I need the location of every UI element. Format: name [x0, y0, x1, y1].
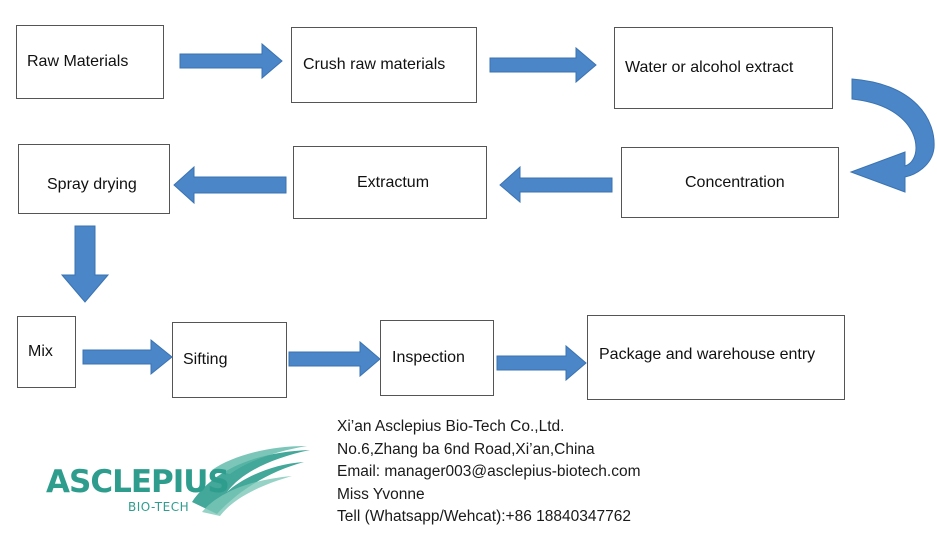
contact-person: Miss Yvonne [337, 485, 425, 503]
step-crush: Crush raw materials [291, 27, 477, 103]
step-label: Package and warehouse entry [599, 346, 816, 363]
swoosh-logo-icon [192, 446, 310, 516]
step-label: Spray drying [47, 176, 137, 193]
step-inspection: Inspection [380, 320, 494, 396]
step-spray-drying: Spray drying [18, 144, 170, 214]
company-logo: ASCLEPIUS BIO-TECH [42, 442, 312, 522]
step-label: Crush raw materials [303, 56, 446, 73]
step-label: Sifting [183, 351, 228, 368]
step-concentration: Concentration [621, 147, 839, 218]
step-mix: Mix [17, 316, 76, 388]
logo-subtitle: BIO-TECH [128, 500, 190, 514]
step-package: Package and warehouse entry [587, 315, 845, 400]
arrow-right-icon [82, 338, 173, 376]
arrow-left-icon [173, 165, 287, 205]
step-label: Water or alcohol extract [625, 59, 794, 76]
contact-info: Xi’an Asclepius Bio-Tech Co.,Ltd. No.6,Z… [337, 416, 641, 529]
step-extract: Water or alcohol extract [614, 27, 833, 109]
arrow-left-icon [499, 165, 613, 204]
company-phone: Tell (Whatsapp/Wehcat):+86 18840347762 [337, 508, 631, 526]
step-label: Mix [28, 343, 53, 360]
step-label: Extractum [357, 173, 430, 191]
company-email: Email: manager003@asclepius-biotech.com [337, 463, 641, 481]
step-label: Raw Materials [27, 53, 129, 70]
curved-arrow-icon [849, 78, 935, 193]
step-extractum: Extractum [293, 146, 487, 219]
step-sifting: Sifting [172, 322, 287, 398]
arrow-down-icon [60, 225, 110, 303]
arrow-right-icon [179, 42, 283, 80]
step-label: Inspection [392, 349, 465, 366]
step-raw-materials: Raw Materials [16, 25, 164, 99]
company-address: No.6,Zhang ba 6nd Road,Xi’an,China [337, 440, 595, 458]
arrow-right-icon [489, 46, 597, 84]
company-name: Xi’an Asclepius Bio-Tech Co.,Ltd. [337, 418, 565, 435]
arrow-right-icon [496, 344, 587, 382]
step-label: Concentration [685, 173, 785, 191]
logo-wordmark: ASCLEPIUS [46, 464, 230, 500]
arrow-right-icon [288, 340, 381, 378]
